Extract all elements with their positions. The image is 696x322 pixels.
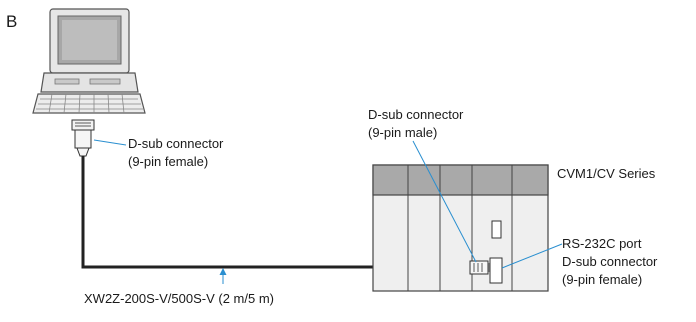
pc-connector-label-1: D-sub connector xyxy=(128,136,224,151)
port-label-2: D-sub connector xyxy=(562,254,658,269)
plc-connector-label-2: (9-pin male) xyxy=(368,125,437,140)
port-label-3: (9-pin female) xyxy=(562,272,642,287)
cable-line xyxy=(81,156,470,269)
pc-connector-label-2: (9-pin female) xyxy=(128,154,208,169)
pc-d-sub-plug-icon xyxy=(71,119,95,157)
leader-lines xyxy=(93,139,563,284)
plc-connector-label-1: D-sub connector xyxy=(368,107,464,122)
port-label-1: RS-232C port xyxy=(562,236,642,251)
cable-arrow-icon xyxy=(219,268,227,275)
computer-icon xyxy=(32,8,146,114)
cable-model-label: XW2Z-200S-V/500S-V (2 m/5 m) xyxy=(84,291,274,306)
plc-rack-icon xyxy=(372,164,549,292)
plc-series-label: CVM1/CV Series xyxy=(557,166,656,181)
figure-letter: B xyxy=(6,12,17,31)
plc-d-sub-plug-icon xyxy=(469,260,490,275)
